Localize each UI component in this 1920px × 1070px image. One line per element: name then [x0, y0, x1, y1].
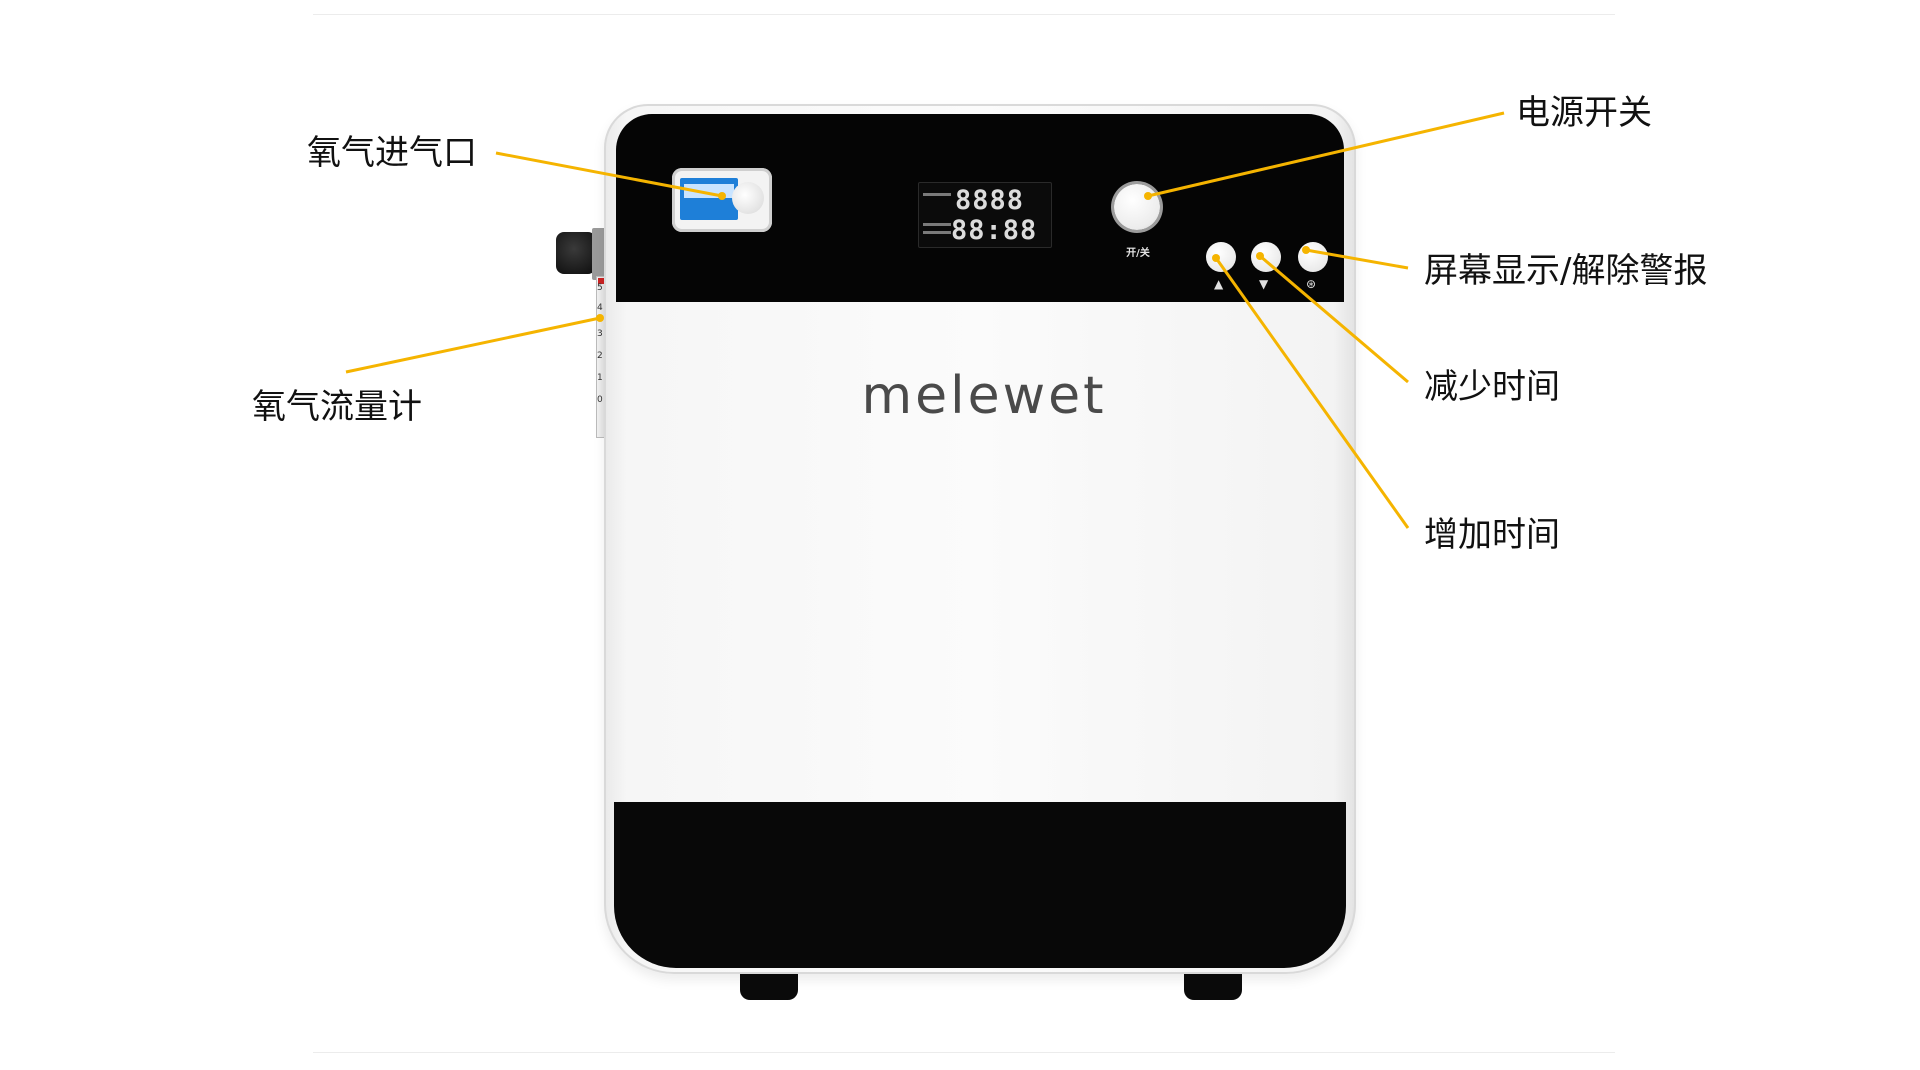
power-button[interactable] [1114, 184, 1160, 230]
top-divider [313, 14, 1615, 15]
leader-dot-power [1144, 192, 1152, 200]
leader-line-decrease [1259, 254, 1409, 384]
label-power-switch: 电源开关 [1516, 93, 1652, 133]
label-flow-meter: 氧气流量计 [252, 387, 422, 427]
inlet-port-icon [732, 182, 764, 214]
lcd-indicator [923, 223, 951, 226]
triangle-down-icon: ▼ [1259, 277, 1269, 291]
flow-scale-label: 0 [597, 395, 603, 405]
oxygen-concentrator: 8888 88:88 开/关 ▲ ▼ ⊛ melewet [604, 104, 1356, 974]
control-panel: 8888 88:88 开/关 ▲ ▼ ⊛ [616, 114, 1344, 302]
lcd-top-readout: 8888 [955, 185, 1025, 216]
brand-logo: melewet [861, 366, 1107, 426]
leader-dot-inlet [718, 192, 726, 200]
lcd-indicator [923, 193, 951, 196]
power-label: 开/关 [1126, 248, 1150, 259]
leader-line-inlet [495, 151, 723, 198]
leader-dot-decrease [1256, 252, 1264, 260]
flow-scale-label: 2 [597, 351, 603, 361]
leader-line-flowmeter [345, 316, 601, 374]
label-screen-alarm: 屏幕显示/解除警报 [1424, 251, 1708, 291]
label-increase-time: 增加时间 [1424, 515, 1560, 555]
leader-line-power [1147, 111, 1505, 198]
right-wheel [1184, 974, 1242, 1000]
lcd-display: 8888 88:88 [918, 182, 1052, 248]
triangle-up-icon: ▲ [1214, 277, 1224, 291]
label-decrease-time: 减少时间 [1424, 367, 1560, 407]
leader-dot-alarm [1302, 246, 1310, 254]
leader-dot-increase [1212, 254, 1220, 262]
left-wheel [740, 974, 798, 1000]
lcd-bottom-readout: 88:88 [951, 215, 1038, 246]
flow-scale-label: 1 [597, 373, 603, 383]
device-base [614, 802, 1346, 968]
label-oxygen-inlet: 氧气进气口 [307, 133, 477, 173]
flow-control-knob [556, 232, 596, 274]
alarm-icon: ⊛ [1306, 277, 1317, 291]
bottom-divider [313, 1052, 1615, 1053]
leader-line-increase [1214, 257, 1410, 529]
knob-collar [592, 228, 606, 280]
leader-line-alarm [1305, 248, 1409, 270]
flow-scale-label: 4 [597, 303, 603, 313]
screen-alarm-button[interactable] [1298, 242, 1328, 272]
flow-meter-marker [598, 278, 606, 284]
flow-scale-label: 3 [597, 329, 603, 339]
flow-scale-label: 5 [597, 283, 603, 293]
lcd-indicator [923, 231, 951, 234]
decrease-time-button[interactable] [1251, 242, 1281, 272]
leader-dot-flowmeter [596, 314, 604, 322]
